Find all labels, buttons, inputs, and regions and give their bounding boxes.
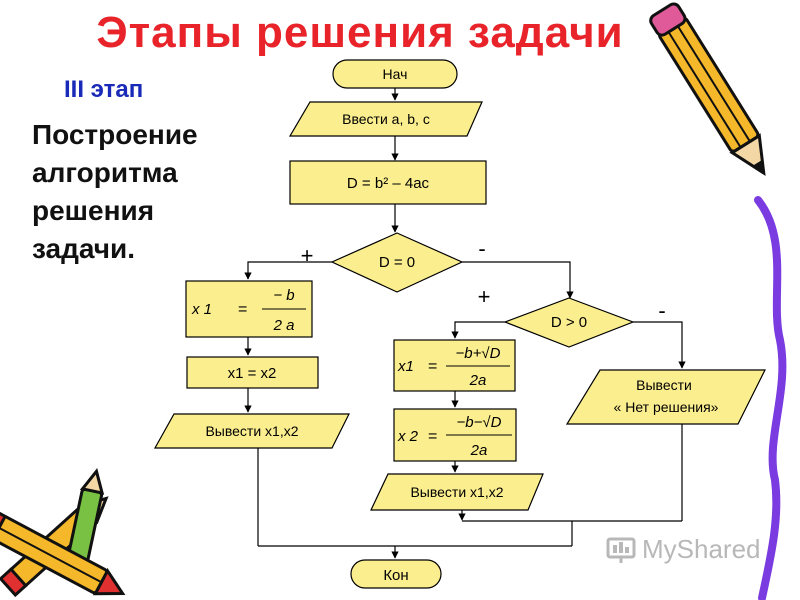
formula-equals: = — [428, 428, 437, 445]
block-input-label: Ввести a, b, c — [342, 111, 430, 127]
branch-yes-label: + — [478, 284, 491, 309]
formula-lhs: x1 — [397, 358, 414, 375]
stage-description: Построение алгоритма решения задачи. — [32, 116, 242, 268]
block-output-left-label: Вывести x1,x2 — [205, 423, 298, 439]
slide-title: Этапы решения задачи — [96, 8, 624, 57]
block-no-solution-line2: « Нет решения» — [614, 399, 719, 415]
stage-label: III этап — [64, 76, 144, 103]
block-discriminant-label: D = b² – 4ac — [347, 175, 430, 192]
description-line: Построение — [32, 119, 198, 150]
decision-d-equals-zero: D = 0 — [330, 232, 464, 293]
decorative-wave — [754, 196, 787, 600]
branch-no-label: - — [658, 298, 665, 323]
formula-numerator: −b+√D — [456, 345, 501, 362]
branch-no-label: - — [478, 236, 485, 261]
formula-root-x1: x1 = −b+√D 2a — [393, 339, 516, 392]
pencil-icon — [649, 2, 766, 177]
formula-numerator: − b — [273, 287, 294, 304]
decision-d-equals-zero-label: D = 0 — [379, 254, 415, 271]
block-output-left: Вывести x1,x2 — [153, 413, 350, 449]
block-x1-equals-x2-label: x1 = x2 — [228, 365, 277, 382]
myshared-logo-icon — [606, 537, 636, 563]
formula-single-root: x 1 = − b 2 a — [185, 280, 313, 338]
block-discriminant: D = b² – 4ac — [289, 160, 487, 205]
block-no-solution: Вывести « Нет решения» — [565, 369, 766, 425]
formula-root-x2: x 2 = −b−√D 2a — [393, 408, 517, 462]
connector-lines — [244, 88, 686, 559]
formula-lhs: x 1 — [191, 301, 212, 318]
block-start-label: Нач — [383, 66, 408, 82]
decision-d-greater-zero-label: D > 0 — [551, 314, 587, 331]
block-start: Нач — [332, 59, 458, 89]
description-line: алгоритма — [32, 157, 178, 188]
formula-denominator: 2a — [470, 442, 488, 459]
crayons-icon — [0, 468, 126, 598]
formula-numerator: −b−√D — [457, 414, 502, 431]
description-line: задачи. — [32, 233, 136, 264]
block-input: Ввести a, b, c — [288, 101, 483, 137]
formula-equals: = — [428, 358, 437, 375]
formula-equals: = — [238, 301, 247, 318]
formula-denominator: 2a — [469, 372, 487, 389]
decision-d-greater-zero: D > 0 — [503, 297, 635, 348]
formula-lhs: x 2 — [397, 428, 419, 445]
block-output-middle-label: Вывести x1,x2 — [410, 484, 503, 500]
block-output-middle: Вывести x1,x2 — [370, 473, 544, 511]
formula-denominator: 2 a — [273, 317, 295, 334]
block-end-label: Кон — [383, 567, 408, 584]
block-x1-equals-x2: x1 = x2 — [186, 356, 319, 389]
branch-yes-label: + — [301, 243, 314, 268]
block-end: Кон — [350, 559, 442, 589]
description-line: решения — [32, 195, 155, 226]
watermark: MyShared — [606, 534, 761, 565]
watermark-text: MyShared — [642, 534, 761, 564]
block-no-solution-line1: Вывести — [636, 377, 692, 393]
